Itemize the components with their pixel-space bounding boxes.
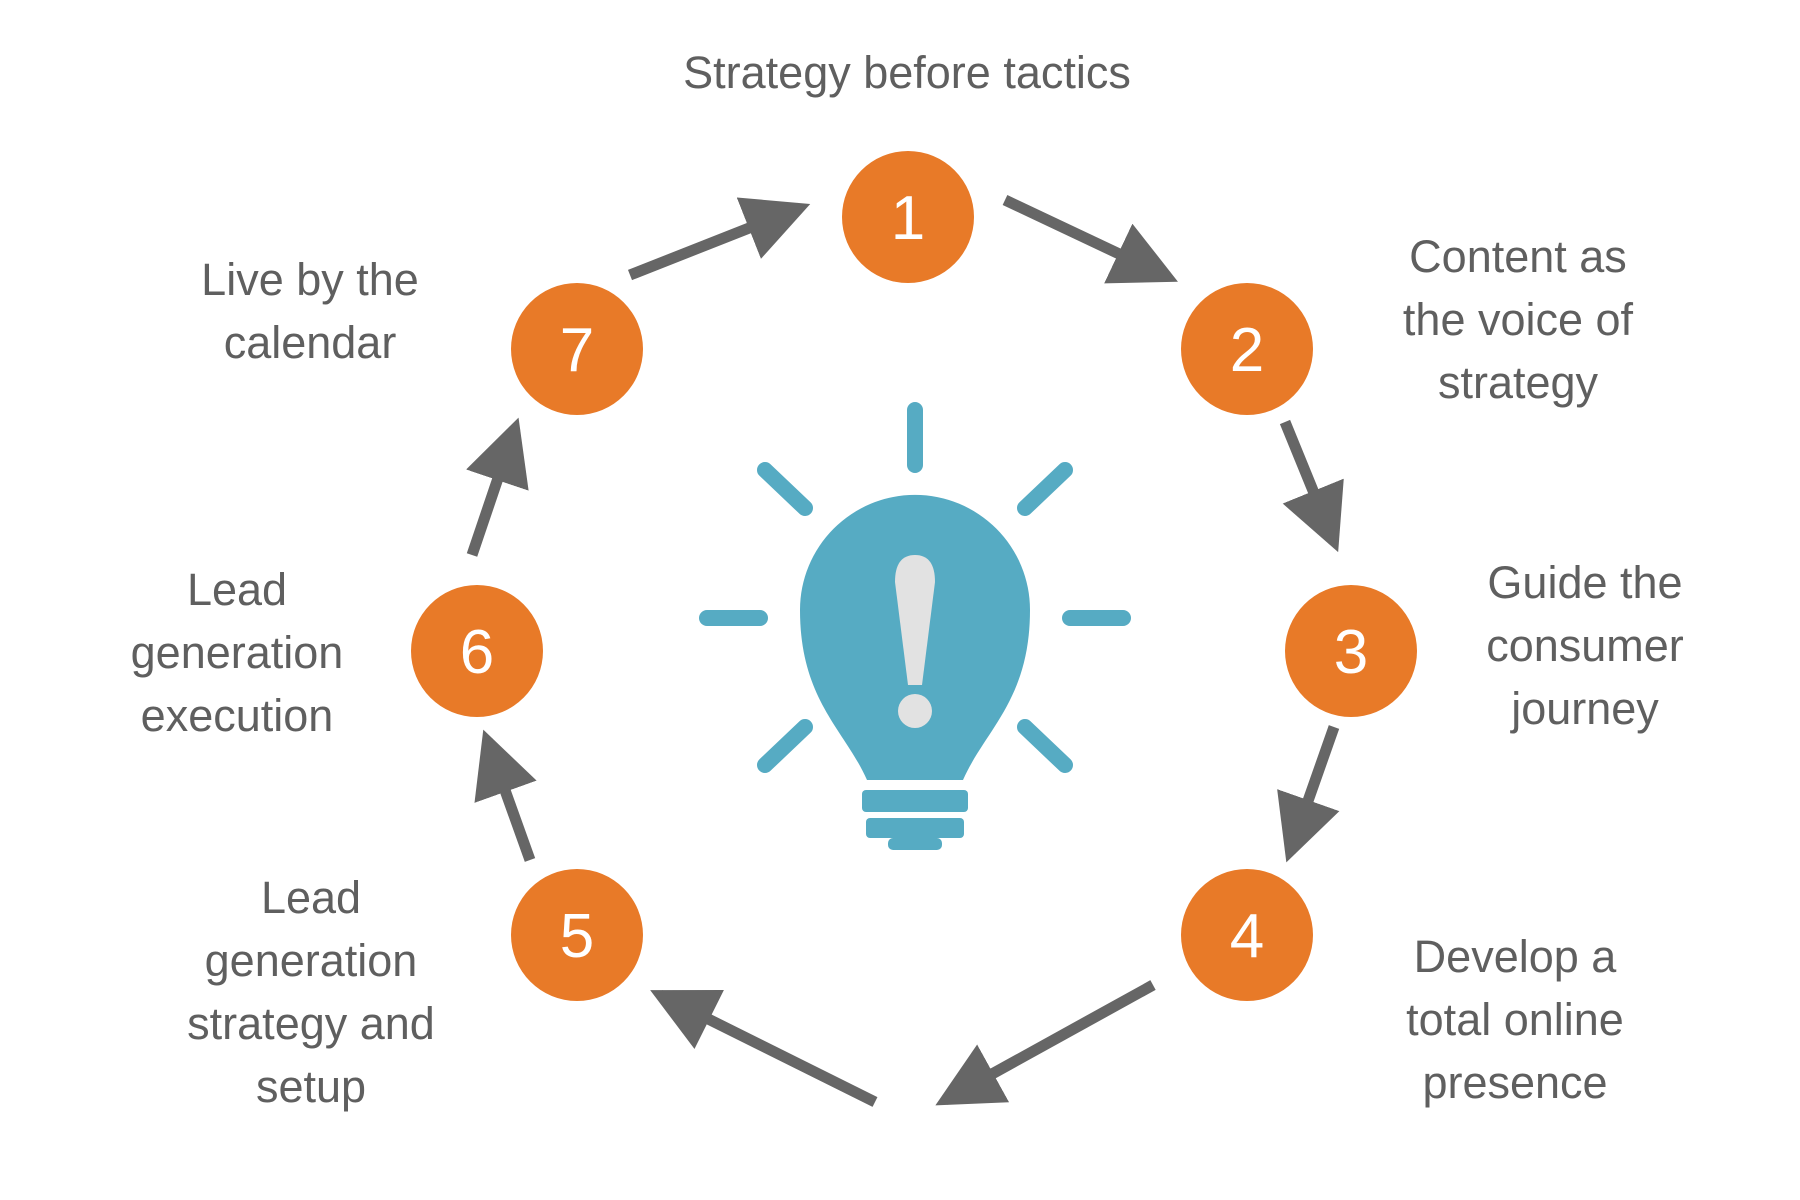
exclamation-mark-stroke xyxy=(895,555,935,685)
step-node-7: 7 xyxy=(511,283,643,415)
step-label-line: execution xyxy=(141,690,334,741)
step-node-1: 1 xyxy=(842,151,974,283)
step-label-6: Lead generation execution xyxy=(131,564,344,741)
step-label-line: calendar xyxy=(224,317,397,368)
step-circle-3 xyxy=(1285,585,1417,717)
step-label-line: journey xyxy=(1509,683,1659,734)
step-node-2: 2 xyxy=(1181,283,1313,415)
cycle-arrows xyxy=(466,195,1344,1107)
step-label-line: generation xyxy=(131,627,344,678)
step-number-3: 3 xyxy=(1334,618,1368,687)
step-label-line: setup xyxy=(256,1061,366,1112)
step-label-line: Lead xyxy=(187,564,287,615)
step-label-line: Lead xyxy=(261,872,361,923)
step-label-line: strategy xyxy=(1438,357,1599,408)
step-label-line: consumer xyxy=(1486,620,1684,671)
step-number-4: 4 xyxy=(1230,902,1264,971)
step-node-6: 6 xyxy=(411,585,543,717)
bulb-base-bottom xyxy=(866,818,964,838)
step-circle-7 xyxy=(511,283,643,415)
step-number-2: 2 xyxy=(1230,316,1264,385)
step-label-line: Live by the xyxy=(201,254,419,305)
step-number-1: 1 xyxy=(891,184,925,253)
step-node-4: 4 xyxy=(1181,869,1313,1001)
step-label-line: generation xyxy=(205,935,418,986)
ray-bottom-left xyxy=(757,719,813,773)
arrow-6-to-7 xyxy=(466,417,529,557)
arrow-center-bottom-to-5 xyxy=(650,989,878,1107)
ray-bottom-right xyxy=(1017,719,1073,773)
step-label-2: Content as the voice of strategy xyxy=(1403,231,1634,408)
bulb-base-top xyxy=(862,790,968,812)
step-circle-1 xyxy=(842,151,974,283)
step-label-7: Live by the calendar xyxy=(201,254,419,368)
step-circle-5 xyxy=(511,869,643,1001)
step-number-6: 6 xyxy=(460,618,494,687)
arrow-2-to-3 xyxy=(1279,419,1344,553)
exclamation-mark-dot xyxy=(898,694,932,728)
step-label-line: Develop a xyxy=(1414,931,1618,982)
arrow-7-to-1 xyxy=(627,197,811,281)
step-number-5: 5 xyxy=(560,902,594,971)
arrow-4-to-center-bottom xyxy=(935,980,1156,1106)
step-label-line: Strategy before tactics xyxy=(683,47,1131,98)
step-node-3: 3 xyxy=(1285,585,1417,717)
step-label-3: Guide the consumer journey xyxy=(1486,557,1684,734)
step-label-line: total online xyxy=(1406,994,1624,1045)
step-label-line: the voice of xyxy=(1403,294,1634,345)
arrow-5-to-6 xyxy=(474,729,537,862)
light-rays xyxy=(699,402,1131,773)
step-nodes: 1 2 3 4 5 6 7 xyxy=(411,151,1417,1001)
arrow-1-to-2 xyxy=(1002,195,1178,284)
lightbulb-exclamation-icon xyxy=(699,402,1131,850)
bulb-tip xyxy=(888,838,942,850)
step-circle-2 xyxy=(1181,283,1313,415)
ray-top-right xyxy=(1017,462,1073,516)
step-circle-4 xyxy=(1181,869,1313,1001)
step-label-1: Strategy before tactics xyxy=(683,47,1131,98)
step-label-4: Develop a total online presence xyxy=(1406,931,1624,1108)
step-node-5: 5 xyxy=(511,869,643,1001)
ray-top-left xyxy=(757,462,813,516)
step-circle-6 xyxy=(411,585,543,717)
arrow-3-to-4 xyxy=(1277,725,1340,863)
step-number-7: 7 xyxy=(560,316,594,385)
step-label-line: Guide the xyxy=(1487,557,1682,608)
step-label-5: Lead generation strategy and setup xyxy=(187,872,435,1112)
step-label-line: Content as xyxy=(1409,231,1627,282)
step-label-line: strategy and xyxy=(187,998,435,1049)
step-label-line: presence xyxy=(1422,1057,1607,1108)
